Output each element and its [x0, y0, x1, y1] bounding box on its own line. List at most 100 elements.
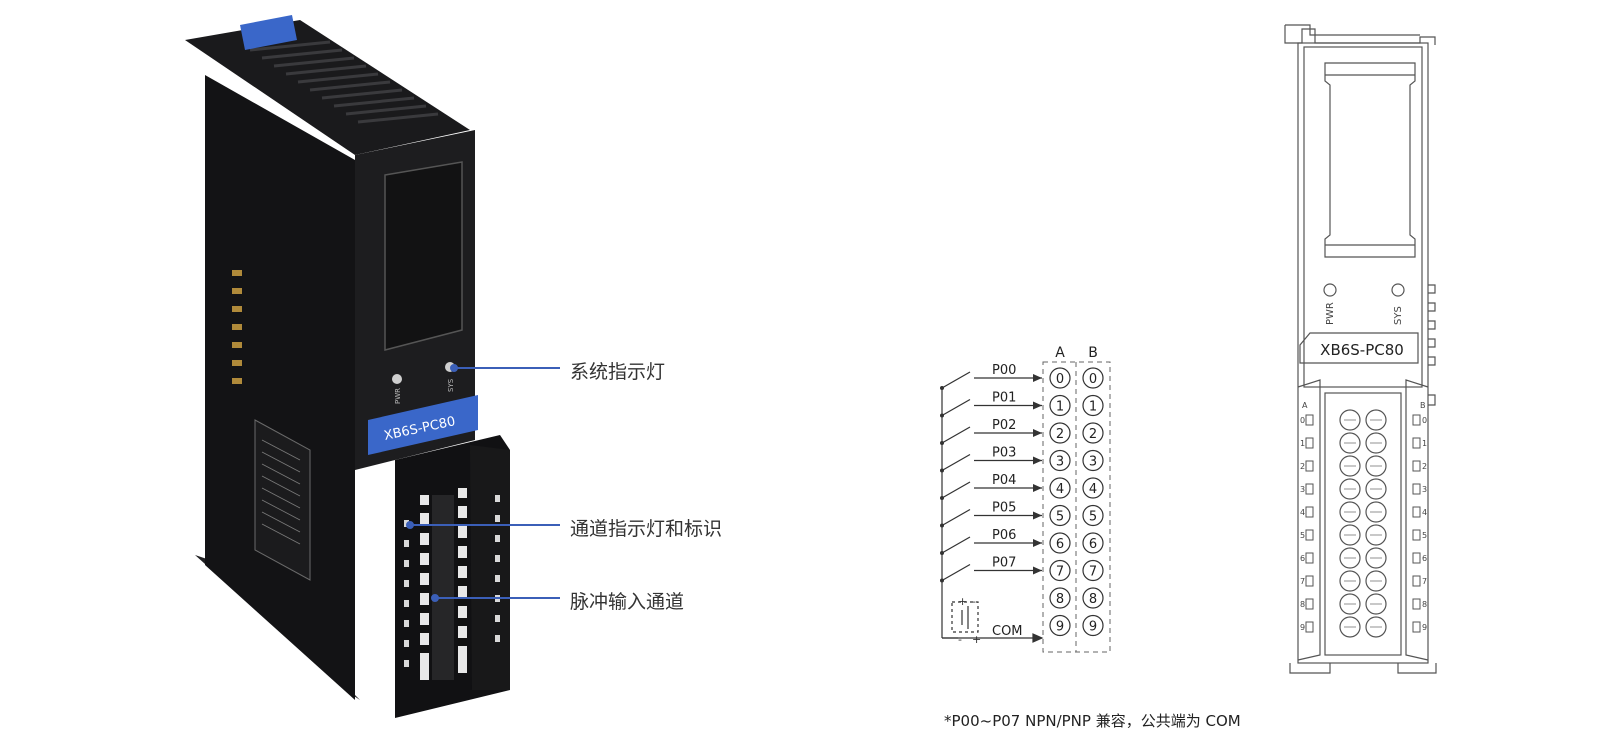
switch-contact	[941, 426, 971, 444]
terminal-number: 0	[1056, 372, 1064, 387]
supply-minus-top: -	[972, 595, 976, 608]
pwr-led-label: PWR	[394, 388, 402, 404]
input-label: P07	[992, 556, 1016, 571]
terminal-circle	[1082, 614, 1104, 637]
terminal-circle	[1049, 532, 1071, 554]
front-pwr-label: PWR	[1325, 302, 1336, 325]
supply-minus: -	[958, 633, 962, 646]
input-label: P00	[992, 363, 1016, 378]
terminal-circle	[1049, 614, 1071, 637]
front-row-label: 3	[1300, 485, 1305, 494]
input-row: P07	[940, 556, 1042, 583]
terminal-circle	[1049, 587, 1071, 609]
blue-latch	[240, 15, 297, 50]
signal-arrow	[1033, 484, 1042, 492]
front-row-label: 0	[1422, 416, 1427, 425]
terminal-circle	[1082, 394, 1104, 417]
terminal-number: 2	[1056, 427, 1064, 442]
supply-plus-bottom: +	[972, 633, 981, 646]
terminal-number: 9	[1089, 620, 1097, 635]
front-row-label: 7	[1300, 577, 1305, 586]
front-row-label: 8	[1300, 600, 1305, 609]
front-row-label: 1	[1422, 439, 1427, 448]
front-led-left	[1305, 575, 1314, 587]
product-illustration: PWR SYS XB6S-PC80	[185, 15, 560, 718]
front-row-label: 4	[1300, 508, 1305, 517]
switch-contact	[941, 371, 971, 389]
bottom-foot	[1289, 663, 1437, 674]
terminal-grid-frame	[1324, 392, 1402, 656]
sys-led-label: SYS	[447, 378, 455, 392]
front-terminal-grid	[1305, 409, 1421, 638]
front-led-right	[1412, 598, 1421, 610]
terminal-number: 5	[1089, 510, 1097, 525]
callout-lines	[406, 364, 560, 602]
front-led-right	[1412, 483, 1421, 495]
terminal-circle	[1082, 422, 1104, 444]
signal-arrow	[1033, 374, 1042, 382]
signal-arrow	[1033, 539, 1042, 547]
terminal-number: 1	[1056, 400, 1064, 415]
terminal-circle	[1082, 367, 1104, 389]
model-strip	[368, 395, 478, 455]
front-led-right	[1412, 552, 1421, 564]
input-label: P06	[992, 528, 1016, 543]
body-outline	[1297, 42, 1429, 664]
front-led-left	[1305, 506, 1314, 518]
terminal-number: 3	[1056, 455, 1064, 470]
front-row-label: 6	[1300, 554, 1305, 563]
front-led-left	[1305, 437, 1314, 449]
terminal-number: 0	[1089, 372, 1097, 387]
terminal-circle	[1049, 504, 1071, 527]
terminal-circle	[1049, 449, 1071, 472]
terminal-number: 5	[1056, 510, 1064, 525]
front-row-label: 9	[1422, 623, 1427, 632]
terminal-right-rail	[1405, 379, 1429, 661]
terminal-circle	[1082, 559, 1104, 582]
terminal-circle	[1082, 477, 1104, 499]
wiring-footnote: *P00~P07 NPN/PNP 兼容，公共端为 COM	[944, 712, 1241, 730]
terminal-number: 6	[1089, 537, 1097, 552]
front-led-left	[1305, 414, 1314, 426]
callout-system-led: 系统指示灯	[570, 361, 666, 383]
input-row: P04	[940, 473, 1042, 500]
terminal-number: 8	[1056, 592, 1064, 607]
front-led-right	[1412, 621, 1421, 633]
terminal-number: 2	[1089, 427, 1097, 442]
module-side-panel	[205, 75, 355, 700]
front-row-label: 3	[1422, 485, 1427, 494]
pwr-led-outline	[1323, 283, 1337, 297]
terminal-circle	[1049, 394, 1071, 417]
model-box	[1299, 332, 1419, 364]
top-clip-outline	[1284, 25, 1436, 45]
sys-led-outline	[1391, 283, 1405, 297]
front-led-left	[1305, 460, 1314, 472]
front-row-label: 2	[1422, 462, 1427, 471]
front-led-right	[1412, 506, 1421, 518]
supply-plus: +	[958, 595, 967, 608]
terminal-number: 7	[1089, 565, 1097, 580]
terminal-circle	[1049, 367, 1071, 389]
input-row: P05	[940, 501, 1042, 528]
input-row: P02	[940, 418, 1042, 445]
input-row: P06	[940, 528, 1042, 555]
terminal-block-side	[470, 445, 510, 690]
front-model-label: XB6S-PC80	[1320, 341, 1404, 359]
front-row-label: 2	[1300, 462, 1305, 471]
terminal-number: 6	[1056, 537, 1064, 552]
side-label-lines	[261, 439, 301, 545]
front-row-label: 6	[1422, 554, 1427, 563]
terminal-circle	[1049, 477, 1071, 499]
terminal-circle	[1082, 532, 1104, 554]
front-led-right	[1412, 529, 1421, 541]
input-label: P05	[992, 501, 1016, 516]
front-row-label: 4	[1422, 508, 1427, 517]
label-window	[384, 161, 463, 351]
terminal-number: 4	[1089, 482, 1097, 497]
switch-contact	[941, 398, 971, 417]
upper-panel	[1303, 46, 1423, 388]
front-led-right	[1412, 460, 1421, 472]
front-led-right	[1412, 575, 1421, 587]
